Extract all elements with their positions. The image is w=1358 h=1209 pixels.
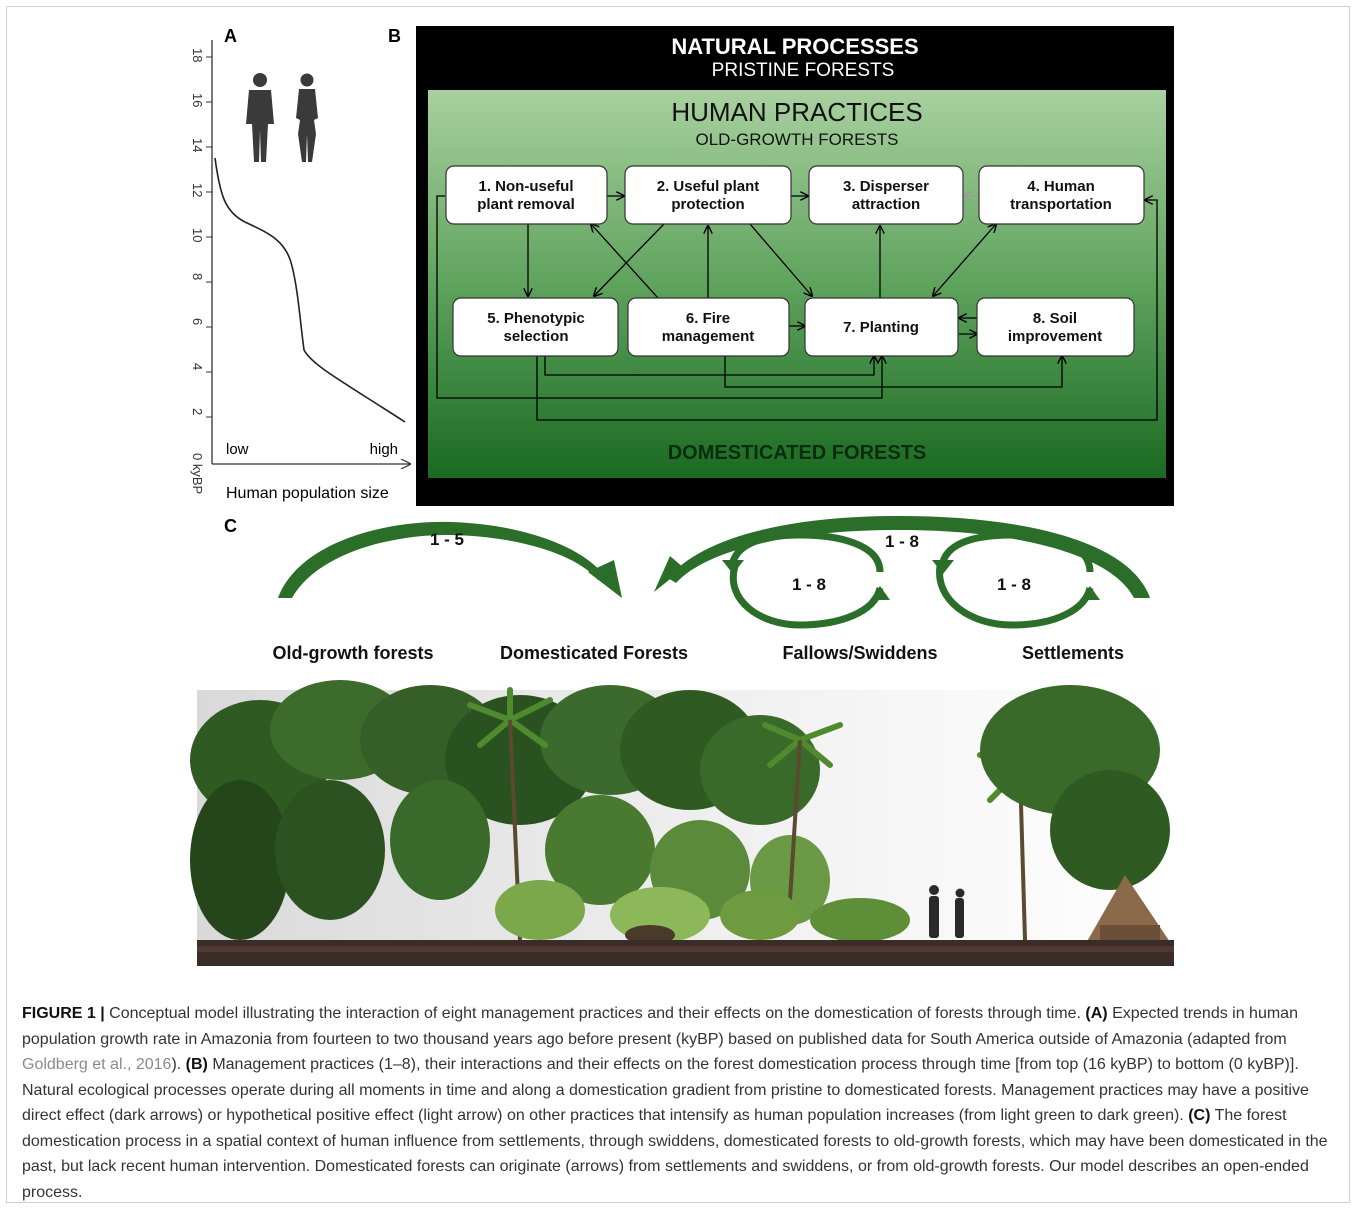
domesticated-forests-title: DOMESTICATED FORESTS xyxy=(668,442,927,464)
cycle-arrow-settlement-top xyxy=(938,531,1094,573)
cycle-arrow-swidden-bottom xyxy=(729,565,884,629)
x-low-label: low xyxy=(226,441,249,458)
cycle-arrow-heads xyxy=(722,560,1100,600)
practice-box-2: 2. Useful plant protection xyxy=(624,165,792,225)
arch-arrow-1-5 xyxy=(278,521,604,598)
practice-box-4-line2: transportation xyxy=(1010,196,1112,213)
natural-processes-title: NATURAL PROCESSES xyxy=(671,34,918,59)
cycle-arrows xyxy=(728,531,1094,629)
practice-box-1-line1: 1. Non-useful xyxy=(478,178,573,195)
practice-box-8-line1: 8. Soil xyxy=(1033,310,1077,327)
long-arrow-1-8-head xyxy=(654,556,684,592)
practice-box-5: 5. Phenotypic selection xyxy=(452,297,619,357)
arrow-label-1-5: 1 - 5 xyxy=(430,530,464,549)
caption-citation-link[interactable]: Goldberg et al., 2016 xyxy=(22,1056,172,1073)
human-silhouettes-icon xyxy=(246,73,318,162)
practice-box-3-line2: attraction xyxy=(852,196,920,213)
caption-c-marker: (C) xyxy=(1188,1107,1211,1124)
practice-box-3-line1: 3. Disperser xyxy=(843,178,929,195)
y-tick-label: 0 kyBP xyxy=(190,453,205,494)
practice-box-1-line2: plant removal xyxy=(477,196,575,213)
panel-b-letter: B xyxy=(388,26,401,46)
practice-box-1: 1. Non-useful plant removal xyxy=(445,165,608,225)
y-tick-label: 12 xyxy=(190,183,205,197)
practice-box-7: 7. Planting xyxy=(804,297,959,357)
human-practices-title: HUMAN PRACTICES xyxy=(671,97,922,127)
panel-c-letter: C xyxy=(224,516,237,536)
caption-text-1: Conceptual model illustrating the intera… xyxy=(104,1005,1086,1022)
practice-box-6: 6. Fire management xyxy=(627,297,790,357)
practice-arrows xyxy=(436,196,1158,421)
y-tick-label: 4 xyxy=(190,363,205,370)
arrow-label-1-8-swidden: 1 - 8 xyxy=(792,575,826,594)
y-tick-label: 8 xyxy=(190,273,205,280)
old-growth-forests-subtitle: OLD-GROWTH FORESTS xyxy=(695,130,898,149)
y-tick-label: 6 xyxy=(190,318,205,325)
arrow-label-1-8-settlement: 1 - 8 xyxy=(997,575,1031,594)
zone-label-domesticated: Domesticated Forests xyxy=(500,643,688,663)
caption-a-marker: (A) xyxy=(1085,1005,1108,1022)
caption-text-5: The forest domestication process in a sp… xyxy=(22,1107,1328,1201)
x-high-label: high xyxy=(370,441,398,458)
landscape-illustration xyxy=(190,680,1174,966)
practice-box-2-line2: protection xyxy=(671,196,744,213)
panel-b: B NATURAL PROCESSES PRISTINE FORESTS HUM… xyxy=(388,26,1174,506)
pristine-forests-subtitle: PRISTINE FORESTS xyxy=(712,60,895,81)
practice-box-5-line2: selection xyxy=(503,328,568,345)
practice-box-7-line1: 7. Planting xyxy=(843,319,919,336)
zone-label-settlements: Settlements xyxy=(1022,643,1124,663)
practice-box-8-line2: improvement xyxy=(1008,328,1102,345)
practice-box-4: 4. Human transportation xyxy=(978,165,1145,225)
y-ticks xyxy=(206,56,212,418)
zone-label-old-growth: Old-growth forests xyxy=(273,643,434,663)
y-tick-label: 16 xyxy=(190,93,205,107)
zone-label-swiddens: Fallows/Swiddens xyxy=(782,643,937,663)
y-tick-labels: 18 16 14 12 10 8 6 4 2 0 kyBP xyxy=(190,48,205,494)
panel-a: A 18 16 14 12 10 8 6 4 2 0 kyBP xyxy=(190,26,410,502)
caption-text-3: ). xyxy=(171,1056,186,1073)
arch-arrow-1-5-head xyxy=(588,560,622,598)
caption-label: FIGURE 1 | xyxy=(22,1005,105,1022)
practice-box-8: 8. Soil improvement xyxy=(976,297,1135,357)
panel-a-letter: A xyxy=(224,26,237,46)
figure-caption: FIGURE 1 | Conceptual model illustrating… xyxy=(22,1001,1338,1205)
cycle-arrow-settlement-bottom xyxy=(936,565,1094,629)
panel-c: C 1 - 5 1 - 8 1 - 8 1 - 8 xyxy=(190,516,1174,966)
cycle-arrow-swidden-top xyxy=(728,531,884,573)
y-tick-label: 18 xyxy=(190,48,205,62)
practice-box-2-line1: 2. Useful plant xyxy=(657,178,760,195)
caption-text-2: Expected trends in human population grow… xyxy=(22,1005,1298,1048)
y-tick-label: 10 xyxy=(190,228,205,242)
practice-box-5-line1: 5. Phenotypic xyxy=(487,310,585,327)
caption-b-marker: (B) xyxy=(185,1056,208,1073)
human-practices-gradient xyxy=(428,90,1166,478)
y-tick-label: 14 xyxy=(190,138,205,152)
caption-text-4: Management practices (1–8), their intera… xyxy=(22,1056,1309,1124)
arrow-label-1-8-long: 1 - 8 xyxy=(885,532,919,551)
practice-box-6-line2: management xyxy=(662,328,755,345)
figure-frame xyxy=(6,6,1350,1203)
practice-box-4-line1: 4. Human xyxy=(1027,178,1095,195)
y-tick-label: 2 xyxy=(190,408,205,415)
population-curve xyxy=(214,157,406,423)
practice-box-3: 3. Disperser attraction xyxy=(808,165,964,225)
x-axis-label: Human population size xyxy=(226,485,389,502)
long-arrow-1-8 xyxy=(668,516,1150,598)
practice-box-6-line1: 6. Fire xyxy=(686,310,730,327)
figure-graphic: A 18 16 14 12 10 8 6 4 2 0 kyBP xyxy=(190,26,1174,966)
